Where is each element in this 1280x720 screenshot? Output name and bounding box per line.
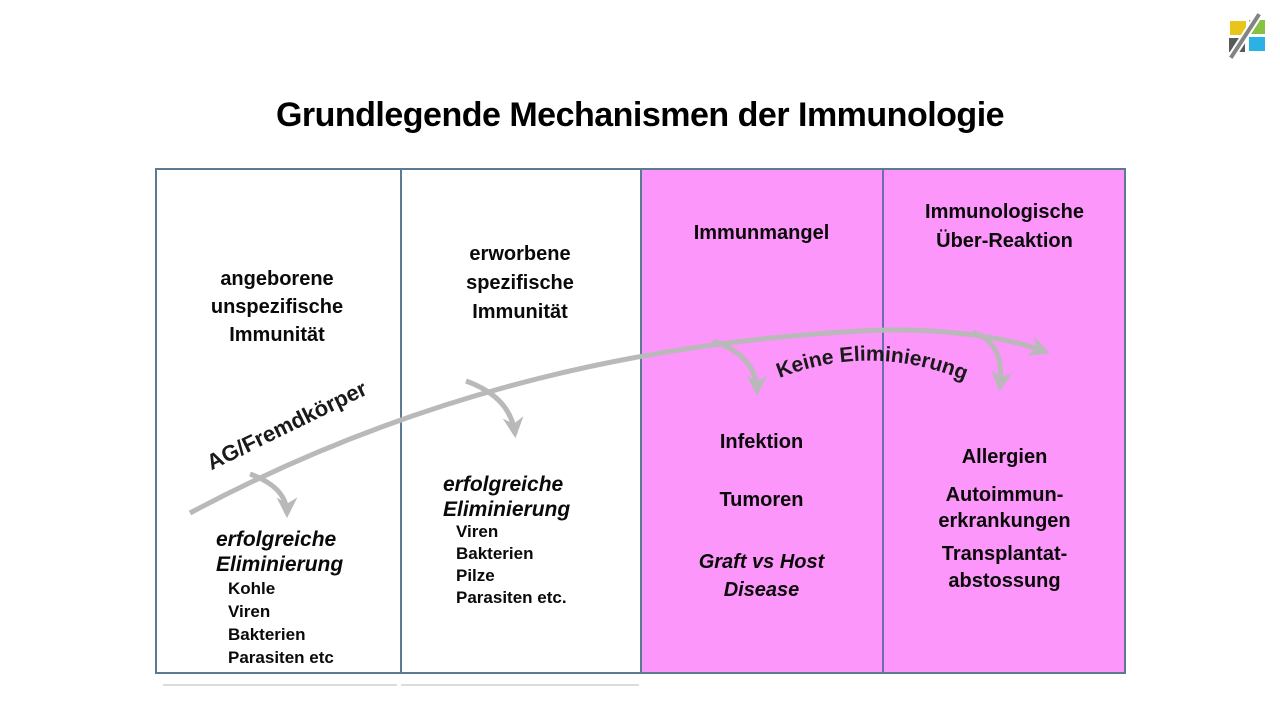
result-label-innate: erfolgreiche Eliminierung bbox=[216, 527, 343, 577]
result-line: erfolgreiche bbox=[443, 473, 564, 496]
list-item: Pilze bbox=[456, 566, 495, 585]
item-allergien: Allergien bbox=[961, 446, 1048, 468]
header-line: Immunität bbox=[472, 301, 568, 323]
result-line: Eliminierung bbox=[216, 553, 344, 576]
table-shadow-line bbox=[401, 684, 639, 686]
header-line: angeborene bbox=[220, 268, 334, 290]
logo-pen-stroke bbox=[1229, 13, 1261, 59]
logo-yellow-square bbox=[1230, 21, 1246, 35]
item-autoimmunerkrankungen: Autoimmun- erkrankungen bbox=[885, 482, 1124, 534]
header-line: Über-Reaktion bbox=[936, 230, 1073, 252]
result-label-acquired: erfolgreiche Eliminierung bbox=[443, 472, 570, 522]
eliminated-list-innate: Kohle Viren Bakterien Parasiten etc bbox=[228, 577, 334, 669]
logo-cyan-square bbox=[1249, 37, 1265, 51]
table-shadow-line bbox=[163, 684, 397, 686]
italic-line: Disease bbox=[723, 579, 800, 601]
list-item: Kohle bbox=[228, 579, 276, 598]
list-item: Bakterien bbox=[456, 544, 534, 563]
list-item: Viren bbox=[456, 522, 499, 541]
header-line: unspezifische bbox=[210, 296, 344, 318]
item-line: Transplantat- bbox=[941, 543, 1068, 565]
header-immune-overreaction: Immunologische Über-Reaktion bbox=[885, 198, 1124, 256]
italic-line: Graft vs Host bbox=[698, 551, 825, 573]
item-infektion: Infektion bbox=[719, 431, 804, 453]
result-line: Eliminierung bbox=[443, 498, 571, 521]
list-item: Bakterien bbox=[228, 625, 306, 644]
item-line: erkrankungen bbox=[938, 510, 1071, 532]
result-line: erfolgreiche bbox=[216, 528, 337, 551]
eliminated-list-acquired: Viren Bakterien Pilze Parasiten etc. bbox=[456, 521, 567, 609]
header-immunodeficiency: Immunmangel bbox=[693, 222, 830, 244]
item-graft-vs-host: Graft vs Host Disease bbox=[642, 548, 881, 604]
slide-title: Grundlegende Mechanismen der Immunologie bbox=[275, 96, 1005, 134]
list-item: Parasiten etc bbox=[228, 648, 334, 667]
header-innate-immunity: angeborene unspezifische Immunität bbox=[157, 265, 397, 349]
list-item: Parasiten etc. bbox=[456, 588, 567, 607]
item-line: abstossung bbox=[948, 570, 1061, 592]
squares-with-pen-logo-icon bbox=[1226, 12, 1266, 59]
item-transplantatabstossung: Transplantat- abstossung bbox=[885, 541, 1124, 595]
header-line: spezifische bbox=[466, 272, 574, 294]
header-line: Immunität bbox=[229, 324, 325, 346]
header-acquired-immunity: erworbene spezifische Immunität bbox=[401, 240, 639, 327]
header-line: Immunologische bbox=[925, 201, 1084, 223]
list-item: Viren bbox=[228, 602, 271, 621]
item-line: Autoimmun- bbox=[945, 484, 1064, 506]
item-tumoren: Tumoren bbox=[719, 489, 804, 511]
header-line: erworbene bbox=[469, 243, 571, 265]
